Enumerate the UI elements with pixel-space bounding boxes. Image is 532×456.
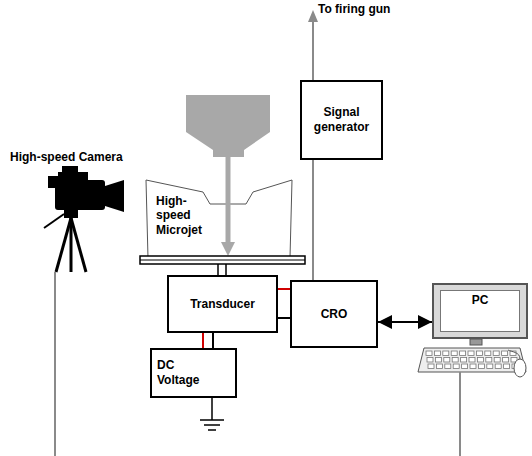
pc-monitor: PC	[432, 283, 528, 339]
camera-label: High-speed Camera	[10, 150, 123, 164]
signal-wire	[278, 317, 290, 319]
node-label: PC	[472, 293, 489, 308]
ground-symbol	[200, 398, 224, 430]
chamber-outline	[146, 180, 292, 258]
microjet-arrow	[226, 157, 231, 244]
pc-peripherals	[418, 339, 526, 377]
camera-cable	[54, 272, 56, 456]
microjet-label: High-speed Microjet	[156, 194, 214, 237]
nozzle	[186, 95, 270, 157]
trigger-wire	[312, 20, 314, 80]
signal-generator-box: Signal generator	[300, 80, 383, 160]
connector	[202, 333, 204, 348]
mount-post	[225, 264, 227, 275]
node-label: Signal generator	[307, 105, 377, 135]
node-label: Transducer	[190, 297, 255, 312]
target-plate	[140, 256, 305, 264]
node-label: DC Voltage	[157, 358, 209, 388]
connector	[278, 288, 290, 290]
connector	[378, 321, 432, 323]
plate-line	[140, 260, 305, 261]
pc-cable	[459, 372, 461, 456]
connector	[312, 160, 314, 280]
mount-post	[217, 264, 219, 275]
dc-supply-box: DC Voltage	[150, 348, 237, 398]
transducer-box: Transducer	[167, 275, 278, 333]
trigger-arrowhead	[308, 10, 318, 22]
node-label: CRO	[321, 307, 348, 322]
camera-icon	[44, 166, 124, 272]
supply-wire	[212, 333, 214, 348]
microjet-arrowhead	[221, 242, 235, 256]
oscilloscope-box: CRO	[290, 280, 378, 348]
destination-label: To firing gun	[318, 2, 390, 16]
